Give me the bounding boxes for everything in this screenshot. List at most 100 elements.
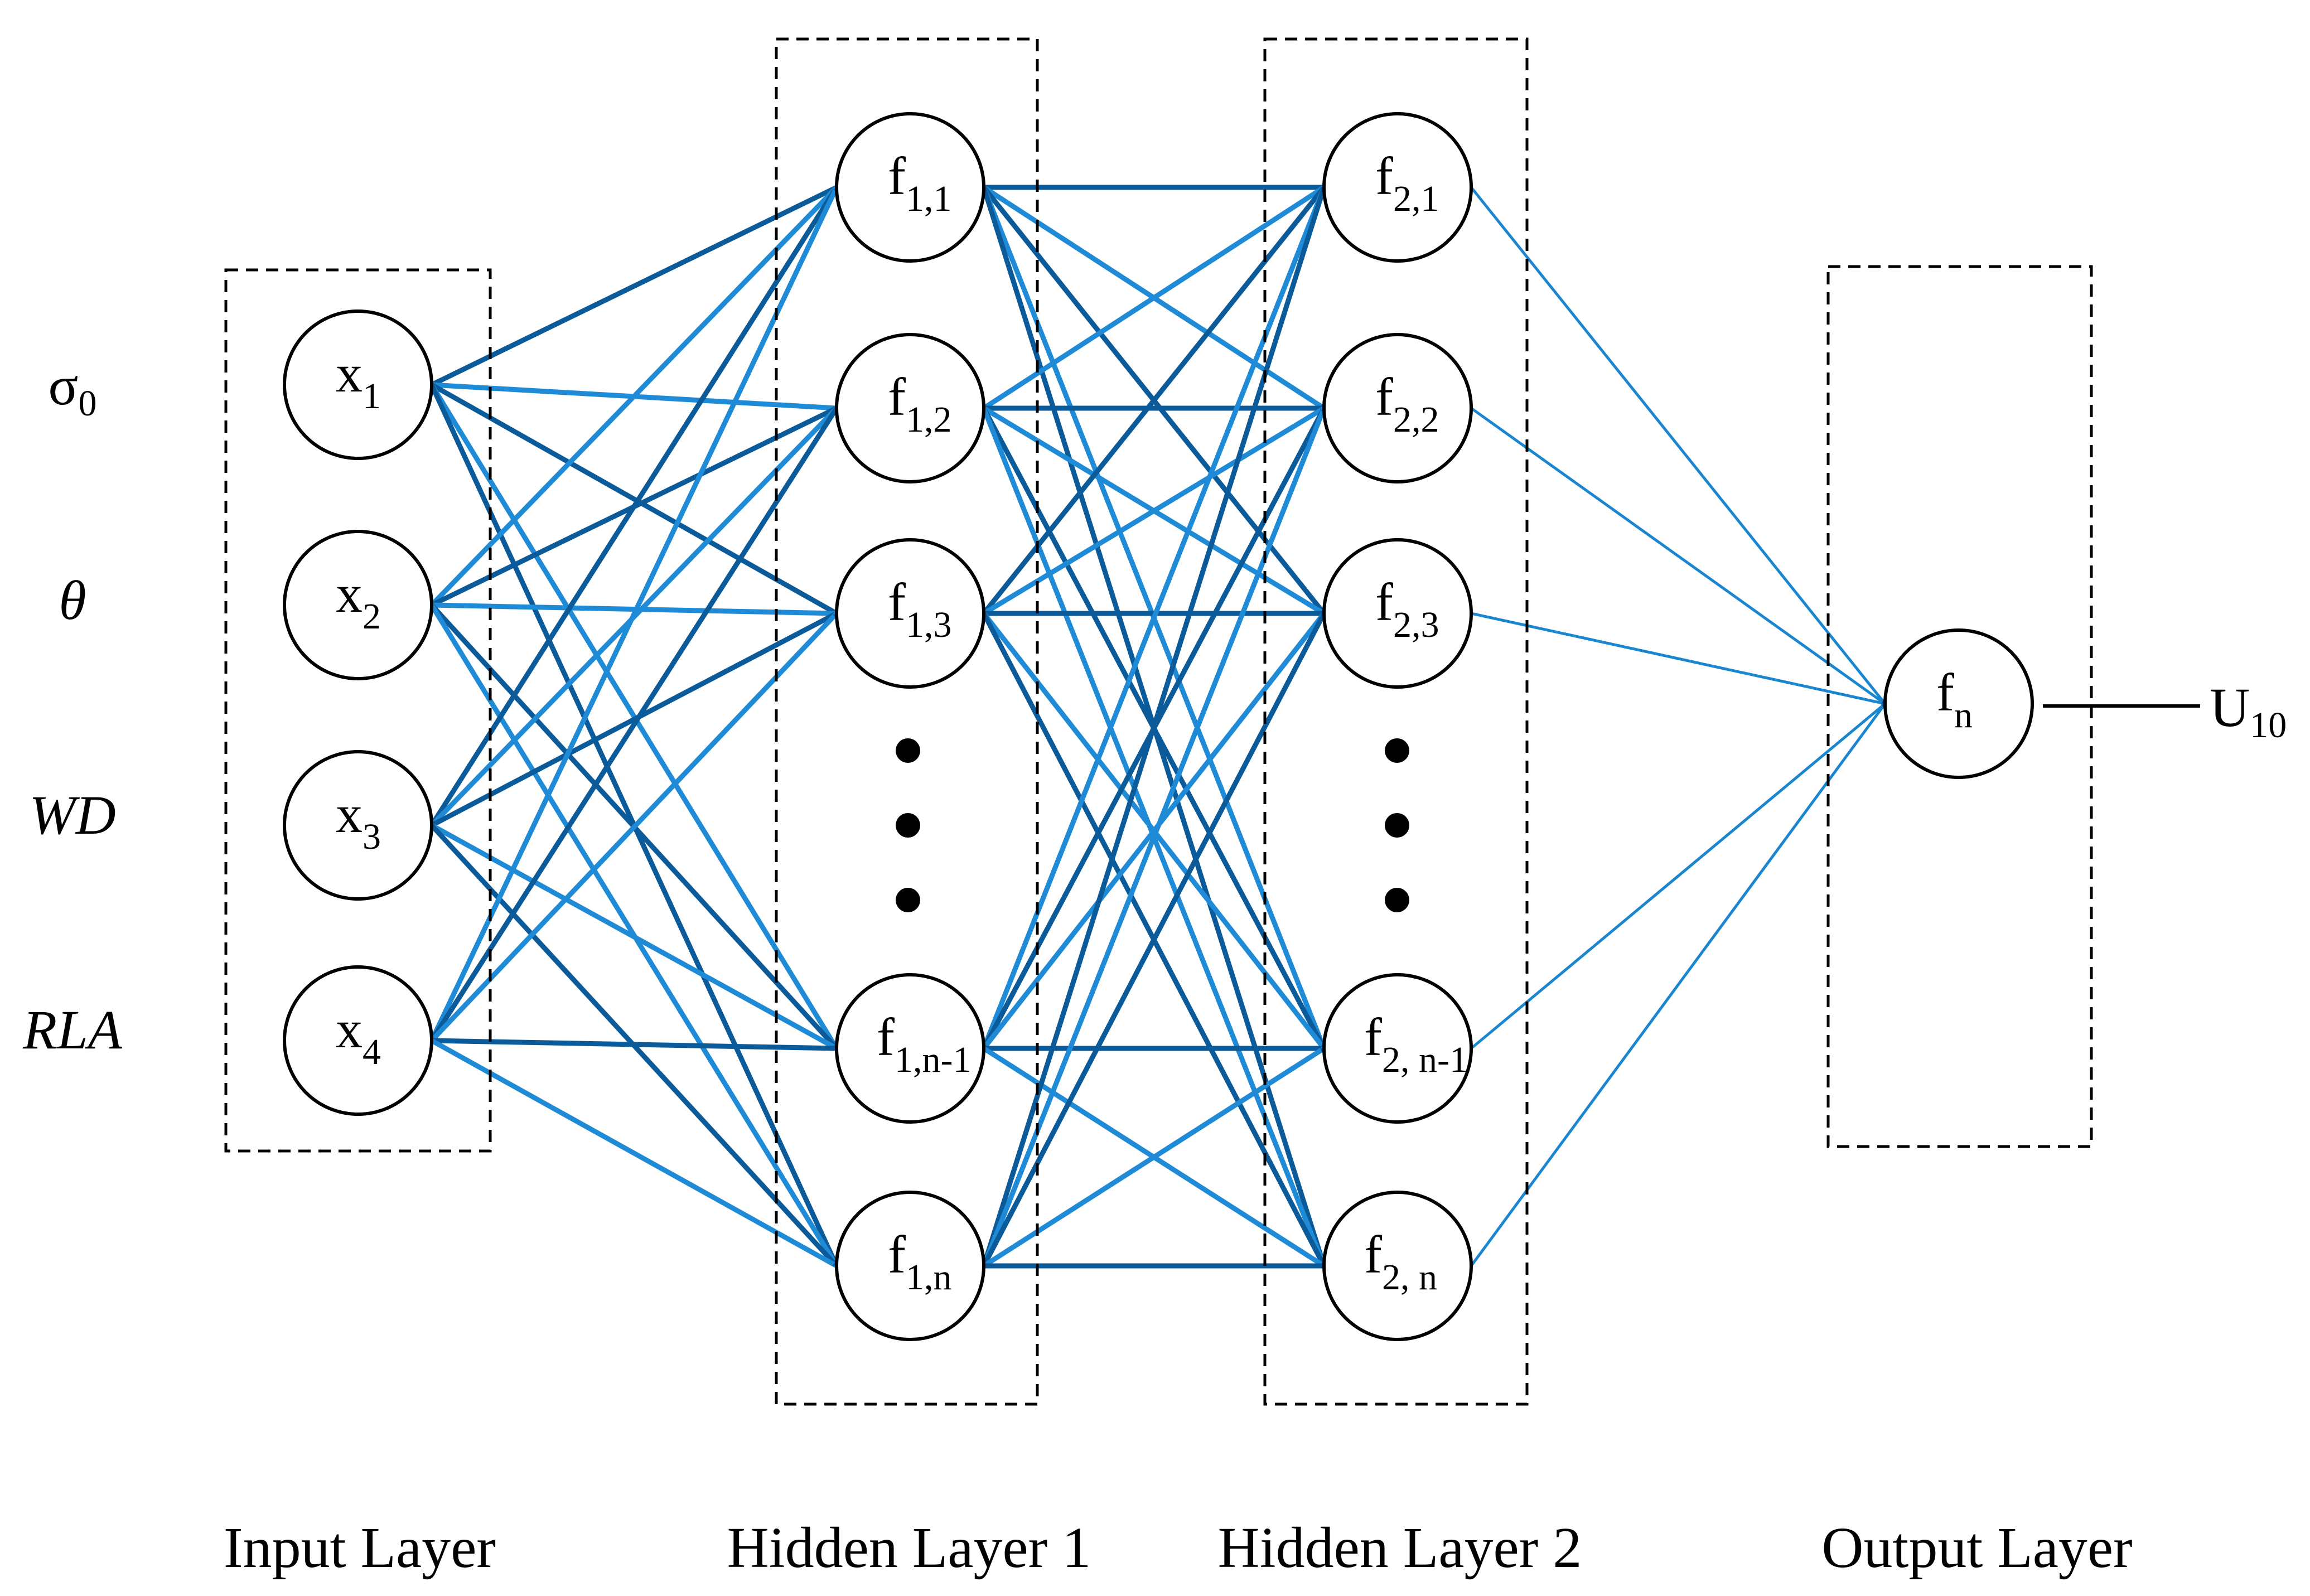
node-label: f2, n-1 [1364, 1007, 1468, 1080]
hidden-layer-1-ellipsis [896, 738, 920, 912]
node-circle [283, 750, 433, 901]
output-label: U10 [2210, 676, 2287, 746]
node-label: x4 [336, 999, 381, 1072]
node-label-sub: 1,n-1 [895, 1039, 971, 1080]
hidden-layer-2-ellipsis [1385, 738, 1409, 912]
node-label-base: f [1375, 367, 1393, 427]
node-label-sub: 2,3 [1393, 604, 1439, 645]
edge-hidden1-2-to-hidden2-1 [982, 185, 1326, 410]
node-label-sub: 1 [363, 376, 381, 417]
node-label: f1,3 [888, 572, 951, 645]
node-hidden2-1: f2,1 [1322, 112, 1473, 263]
node-circle [283, 965, 433, 1116]
ellipsis-dot [1385, 888, 1409, 912]
input-label-4: RLA [22, 999, 123, 1061]
input-label-base: WD [29, 784, 116, 846]
node-input-2: x2 [283, 530, 433, 680]
node-label-base: f [1364, 1225, 1382, 1284]
node-label-base: f [1936, 662, 1954, 722]
edge-hidden2-5-to-output-1 [1470, 703, 1887, 1267]
node-label-sub: 1,2 [906, 399, 952, 440]
node-hidden2-5: f2, n [1322, 1191, 1473, 1341]
edge-hidden1-4-to-hidden2-1 [981, 186, 1327, 1050]
node-label-base: f [1375, 146, 1393, 206]
node-label-base: f [888, 146, 906, 206]
input-label-2: θ [59, 569, 86, 631]
edge-hidden1-5-to-hidden2-1 [981, 186, 1327, 1267]
node-circle [1322, 1191, 1473, 1341]
input-label-1: σ0 [49, 355, 97, 424]
node-label-sub: 1,n [906, 1257, 952, 1298]
node-hidden2-3: f2,3 [1322, 538, 1473, 689]
hidden-layer-2-box [1263, 37, 1529, 1406]
node-circle [1322, 333, 1473, 483]
input-labels: σ0 θWD RLA [22, 355, 123, 1061]
node-label: x1 [336, 344, 381, 417]
edge-hidden1-3-to-hidden2-1 [982, 186, 1326, 615]
node-label: f2,1 [1375, 146, 1439, 219]
input-label-base: θ [59, 569, 86, 631]
node-label: f1,n [888, 1225, 951, 1298]
edge-input-2-to-hidden1-1 [429, 185, 839, 607]
node-circle [835, 333, 985, 483]
node-label: fn [1936, 662, 1973, 736]
edge-input-1-to-hidden1-3 [430, 383, 838, 616]
node-label-base: x [336, 999, 363, 1059]
network-nodes: x1x2x3x4f1,1f1,2f1,3f1,n-1f1,nf2,1f2,2f2… [283, 112, 2034, 1341]
node-hidden2-2: f2,2 [1322, 333, 1473, 483]
edge-input-4-to-hidden1-3 [429, 611, 839, 1043]
node-input-3: x3 [283, 750, 433, 901]
node-label: f2,2 [1375, 367, 1439, 440]
edge-hidden1-3-to-hidden2-2 [982, 406, 1326, 616]
node-hidden1-1: f1,1 [835, 112, 985, 263]
edge-input-4-to-hidden1-1 [429, 186, 839, 1042]
node-label-sub: n [1954, 695, 1973, 736]
node-hidden2-4: f2, n-1 [1322, 973, 1473, 1124]
edge-input-4-to-hidden1-5 [430, 1038, 838, 1268]
connection-edges [429, 185, 1887, 1269]
ellipsis-dot [896, 738, 920, 763]
edge-hidden2-3-to-output-1 [1471, 612, 1886, 705]
node-label-sub: 2,2 [1393, 399, 1439, 440]
edge-hidden2-2-to-output-1 [1470, 407, 1886, 705]
ellipsis-dot [1385, 813, 1409, 838]
edge-input-3-to-hidden1-3 [430, 611, 838, 828]
node-circle [835, 1191, 985, 1341]
node-input-1: x1 [283, 309, 433, 460]
node-label-base: f [888, 572, 906, 632]
hidden-layer-1-title: Hidden Layer 1 [727, 1516, 1091, 1580]
node-label-sub: 4 [363, 1032, 381, 1072]
hidden-layer-1-box [775, 37, 1039, 1406]
node-circle [1322, 112, 1473, 263]
edge-input-4-to-hidden1-4 [431, 1038, 837, 1051]
hidden-layer-2-title: Hidden Layer 2 [1218, 1516, 1582, 1580]
input-label-base: σ [49, 355, 79, 417]
input-label-3: WD [29, 784, 116, 846]
node-circle [1883, 628, 2034, 779]
node-circle [283, 530, 433, 680]
edge-hidden2-4-to-output-1 [1470, 703, 1886, 1050]
node-label-sub: 2, n-1 [1382, 1039, 1468, 1080]
node-circle [835, 538, 985, 689]
node-circle [1322, 973, 1473, 1124]
input-layer-box [224, 268, 492, 1153]
edge-input-3-to-hidden1-1 [429, 186, 839, 827]
output-layer-title: Output Layer [1821, 1516, 2132, 1580]
node-label-base: x [336, 564, 363, 623]
edge-hidden1-5-to-hidden2-2 [981, 407, 1327, 1267]
node-label-sub: 1,1 [906, 178, 952, 219]
node-hidden1-3: f1,3 [835, 538, 985, 689]
node-label: f1,1 [888, 146, 951, 219]
ellipsis-dot [1385, 738, 1409, 763]
node-label: f1,2 [888, 367, 951, 440]
node-label-base: f [1375, 572, 1393, 632]
node-circle [835, 112, 985, 263]
ellipsis-dot [896, 813, 920, 838]
node-label: x2 [336, 564, 381, 637]
output-label-base: U [2210, 676, 2250, 738]
node-label: f2, n [1364, 1225, 1437, 1298]
node-label-base: f [888, 367, 906, 427]
edge-input-1-to-hidden1-1 [431, 185, 838, 388]
node-label-base: x [336, 784, 363, 844]
